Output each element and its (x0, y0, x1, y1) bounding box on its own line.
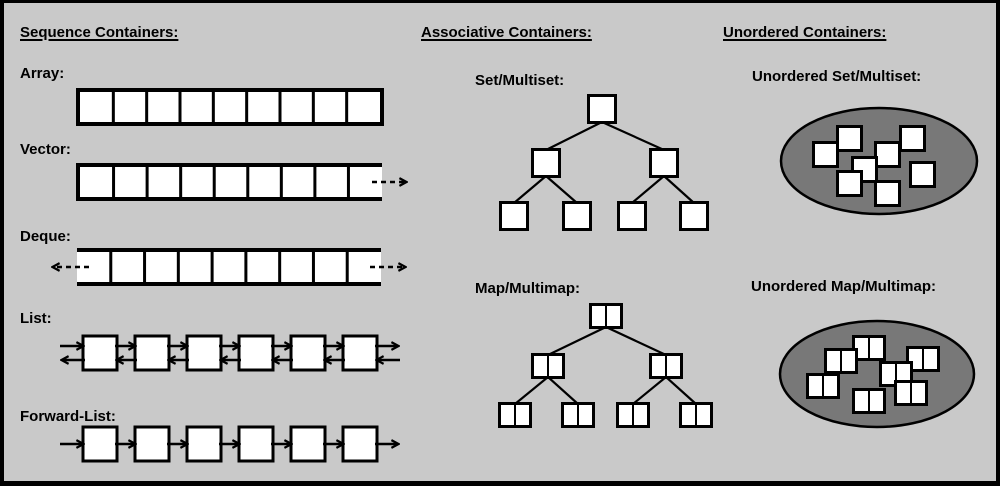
unordered-map-bucket (778, 319, 976, 429)
array-diagram (76, 88, 384, 126)
diagram-layer (4, 88, 979, 463)
associative-containers-heading: Associative Containers: (421, 24, 592, 41)
vector-diagram (76, 163, 406, 201)
list-label: List: (20, 310, 52, 327)
map-multimap-label: Map/Multimap: (475, 280, 580, 297)
unordered-set-multiset-label: Unordered Set/Multiset: (752, 68, 922, 85)
vector-label: Vector: (20, 141, 71, 158)
unordered-set-bucket (779, 106, 979, 216)
set-multiset-tree (499, 94, 709, 231)
unordered-map-multimap-label: Unordered Map/Multimap: (751, 278, 937, 295)
list-diagram (60, 334, 400, 372)
map-multimap-tree (498, 303, 713, 428)
sequence-containers-heading: Sequence Containers: (20, 24, 179, 41)
deque-diagram (53, 248, 405, 286)
array-label: Array: (20, 65, 65, 82)
set-multiset-label: Set/Multiset: (475, 72, 565, 89)
forward-list-label: Forward-List: (20, 408, 116, 425)
forward-list-diagram (60, 425, 398, 463)
unordered-containers-heading: Unordered Containers: (723, 24, 887, 41)
deque-label: Deque: (20, 228, 71, 245)
